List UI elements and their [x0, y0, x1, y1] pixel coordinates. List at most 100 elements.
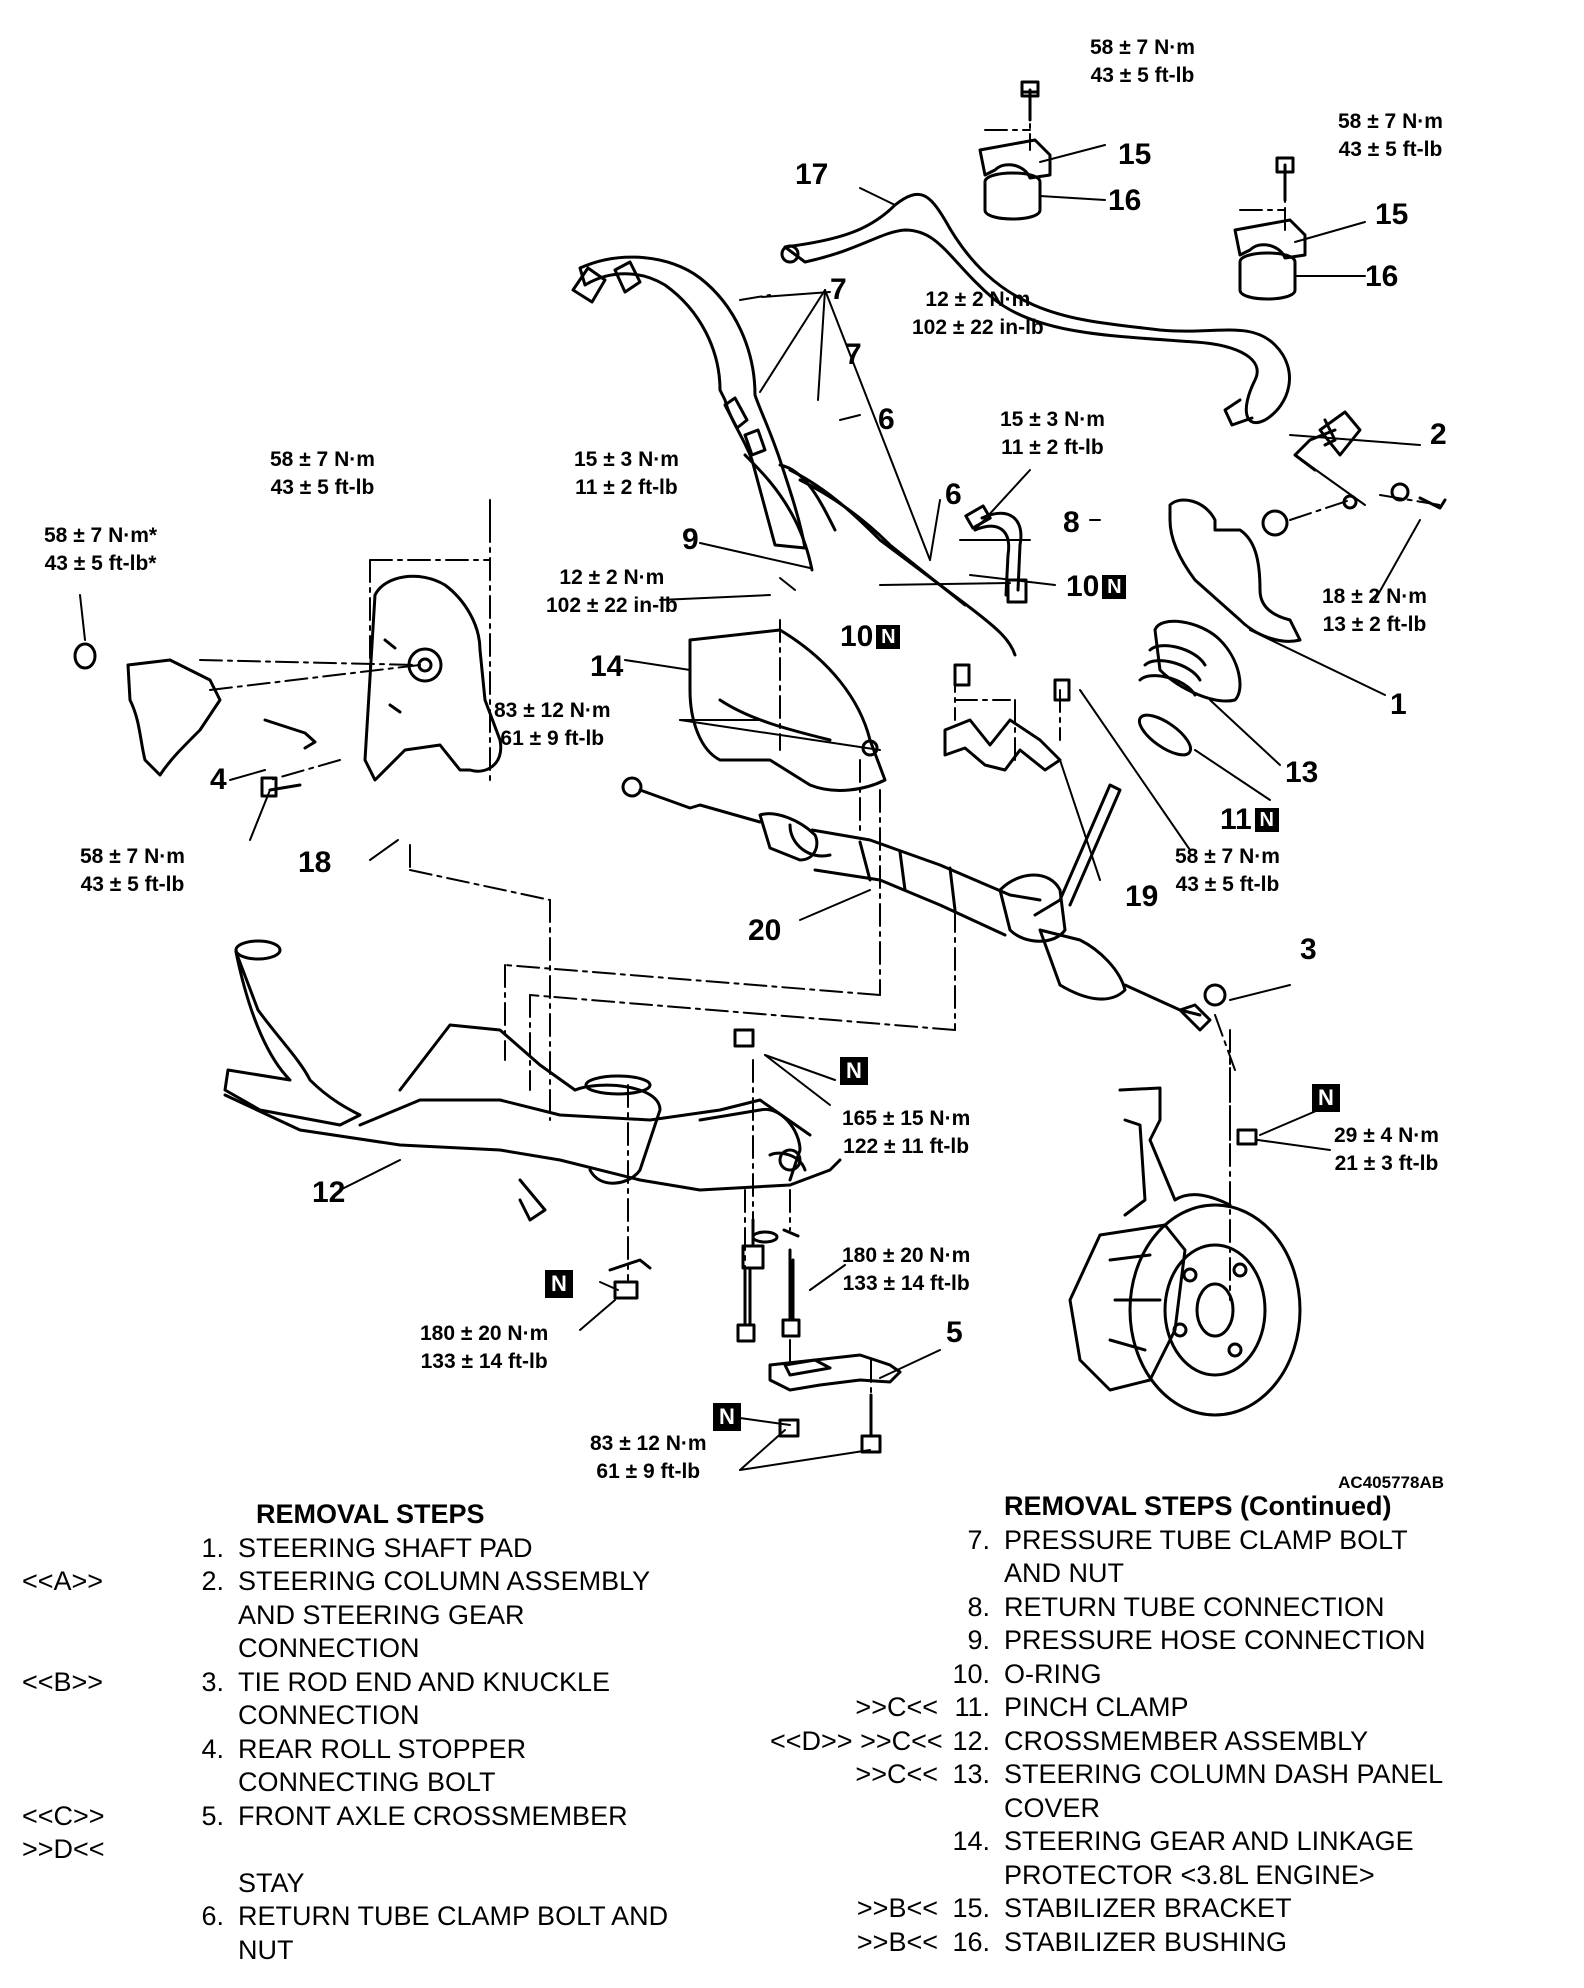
- callout-7-upper: 7: [830, 273, 847, 306]
- callout-14: 14: [590, 650, 624, 683]
- stabilizer-bracket-right: [1233, 156, 1307, 301]
- callout-7-lower: 7: [845, 338, 862, 371]
- rear-roll-stopper: [73, 574, 503, 798]
- step-reference-code: [22, 1733, 172, 1767]
- step-text: STEERING COLUMN DASH PANEL: [1004, 1759, 1444, 1789]
- stabilizer-link-left: [571, 255, 807, 550]
- step-number: [172, 1934, 238, 1968]
- step-reference-code: [770, 1591, 942, 1625]
- step-text: PROTECTOR <3.8L ENGINE>: [1004, 1859, 1375, 1890]
- step-text: REAR ROLL STOPPER: [238, 1733, 527, 1764]
- callout-19: 19: [1125, 880, 1159, 913]
- step-number: 13.: [952, 1759, 990, 1789]
- removal-step-line: CONNECTION: [22, 1699, 742, 1733]
- step-text: PINCH CLAMP: [1004, 1692, 1189, 1722]
- step-number: [172, 1699, 238, 1733]
- step-number: [942, 1859, 1004, 1893]
- step-text: CONNECTION: [238, 1700, 420, 1730]
- step-reference-code: [770, 1557, 942, 1591]
- step-text: STABILIZER BUSHING: [1004, 1926, 1288, 1957]
- removal-step-line: 9.PRESSURE HOSE CONNECTION: [770, 1624, 1570, 1658]
- removal-step-line: 7.PRESSURE TUBE CLAMP BOLT: [770, 1524, 1570, 1558]
- step-text: STABILIZER BRACKET: [1004, 1893, 1292, 1923]
- step-reference-code: [22, 1867, 172, 1901]
- callout-9: 9: [682, 523, 699, 556]
- removal-step-line: 14.STEERING GEAR AND LINKAGE: [770, 1825, 1570, 1859]
- crossmember-fasteners: [608, 1028, 1258, 1343]
- callout-8: 8: [1063, 506, 1080, 539]
- step-text: O-RING: [1004, 1658, 1102, 1689]
- step-reference-code: [22, 1632, 172, 1666]
- callout-1: 1: [1390, 688, 1407, 721]
- step-number: [172, 1632, 238, 1666]
- step-text: CONNECTING BOLT: [238, 1767, 496, 1797]
- step-text: TIE ROD END AND KNUCKLE: [238, 1666, 611, 1697]
- step-text: FRONT AXLE CROSSMEMBER: [238, 1800, 628, 1831]
- removal-step-line: 10.O-RING: [770, 1658, 1570, 1692]
- step-reference-code: [770, 1524, 942, 1558]
- step-number: 14.: [952, 1826, 990, 1856]
- removal-steps-right: REMOVAL STEPS (Continued) 7.PRESSURE TUB…: [770, 1490, 1570, 1959]
- removal-steps-title: REMOVAL STEPS: [256, 1499, 485, 1529]
- removal-step-line: >>C<< 13. STEERING COLUMN DASH PANEL: [770, 1758, 1570, 1792]
- step-number: 1.: [201, 1532, 224, 1563]
- step-text: PRESSURE HOSE CONNECTION: [1004, 1625, 1426, 1655]
- callout-17: 17: [795, 158, 829, 191]
- removal-step-line: 4.REAR ROLL STOPPER: [22, 1733, 742, 1767]
- callout-12: 12: [312, 1176, 346, 1209]
- callout-3: 3: [1300, 933, 1317, 966]
- new-part-badge: N: [1312, 1084, 1340, 1112]
- removal-step-line: NUT: [22, 1934, 742, 1968]
- step-reference-code: >>C<<: [855, 1759, 938, 1789]
- removal-step-line: PROTECTOR <3.8L ENGINE>: [770, 1859, 1570, 1893]
- callout-2: 2: [1430, 418, 1447, 451]
- step-reference-code: [770, 1624, 942, 1658]
- new-part-badge: N: [840, 1057, 868, 1085]
- callout-4: 4: [210, 763, 227, 796]
- callout-20: 20: [748, 914, 782, 947]
- callout-16-upper: 16: [1108, 184, 1142, 217]
- step-reference-code: >>B<<: [856, 1893, 938, 1923]
- step-number: [942, 1792, 1004, 1826]
- figure-code: AC405778AB: [1338, 1473, 1444, 1492]
- new-part-badge: N: [713, 1403, 741, 1431]
- step-reference-code: [22, 1599, 172, 1633]
- step-text: STEERING SHAFT PAD: [238, 1532, 533, 1563]
- step-reference-code: [770, 1825, 942, 1859]
- step-number: 11.: [954, 1692, 990, 1722]
- callout-15-upper: 15: [1118, 138, 1152, 171]
- step-number: 5.: [201, 1800, 224, 1831]
- step-number: 2.: [201, 1566, 224, 1596]
- step-text: RETURN TUBE CLAMP BOLT AND: [238, 1901, 669, 1931]
- steering-gear-rack: [621, 776, 1227, 1032]
- step-number: 12.: [952, 1725, 990, 1756]
- step-number: 6.: [201, 1901, 224, 1931]
- step-reference-code: [770, 1658, 942, 1692]
- removal-step-line: >>C<<11.PINCH CLAMP: [770, 1691, 1570, 1725]
- step-reference-code: [770, 1792, 942, 1826]
- step-reference-code: [770, 1859, 942, 1893]
- step-number: 15.: [952, 1893, 990, 1923]
- removal-step-line: AND STEERING GEAR: [22, 1599, 742, 1633]
- new-part-badge: N: [1102, 575, 1127, 599]
- callout-10-left-number: 10: [840, 620, 874, 653]
- removal-step-line: COVER: [770, 1792, 1570, 1826]
- step-text: NUT: [238, 1934, 294, 1965]
- step-text: STEERING COLUMN ASSEMBLY: [238, 1566, 651, 1596]
- step-text: AND STEERING GEAR: [238, 1599, 525, 1630]
- removal-steps-left: REMOVAL STEPS 1.STEERING SHAFT PAD<<A>>2…: [22, 1498, 742, 1967]
- pressure-tube: [743, 453, 1028, 657]
- callout-13: 13: [1285, 756, 1319, 789]
